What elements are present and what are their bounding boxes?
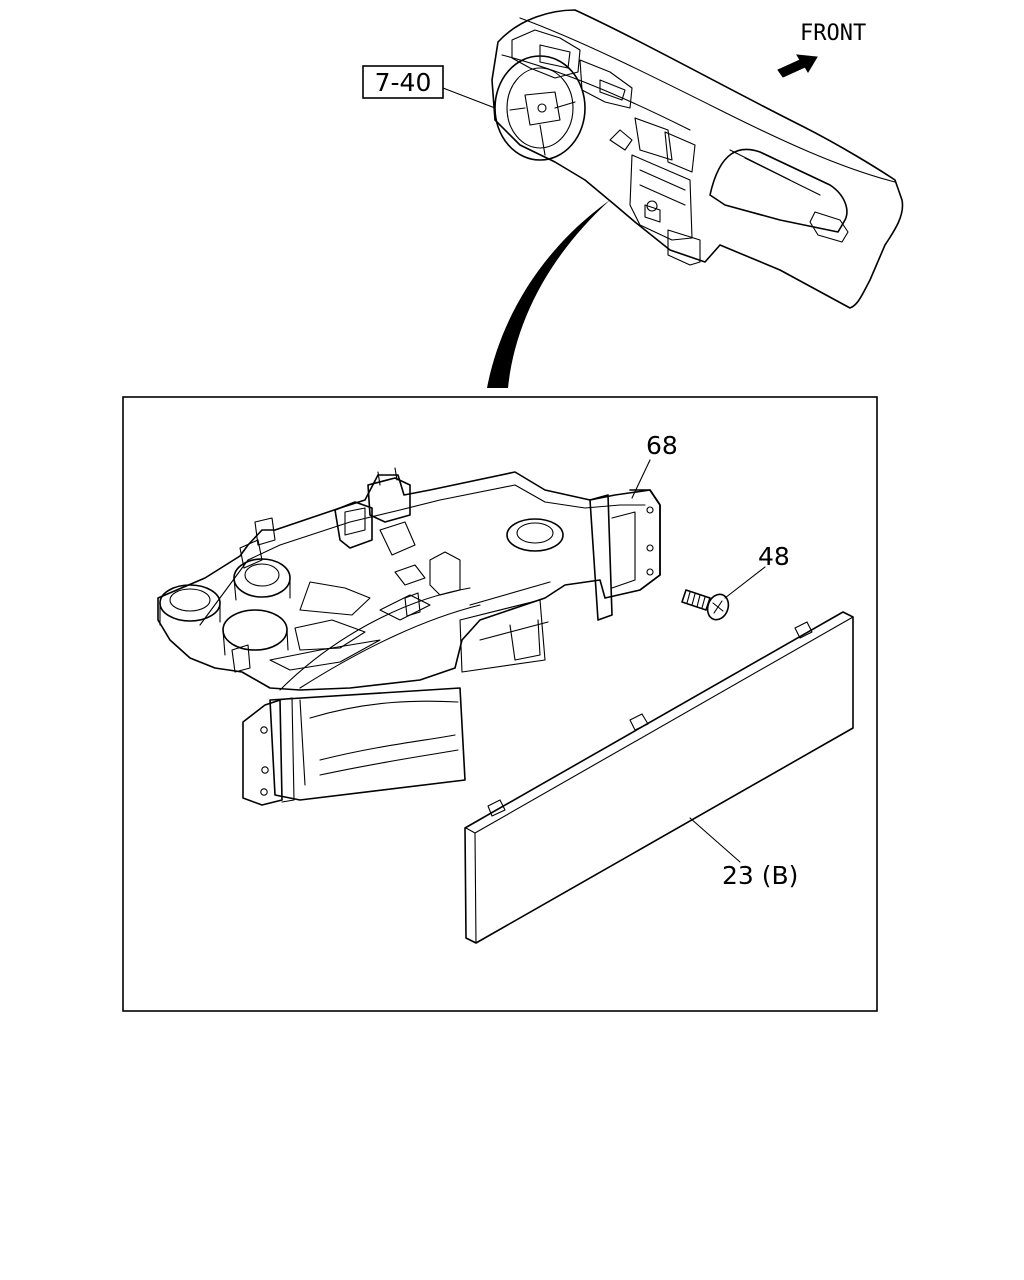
front-indicator: FRONT bbox=[777, 21, 866, 78]
reference-callout: 7-40 bbox=[362, 65, 496, 109]
front-label: FRONT bbox=[800, 21, 866, 46]
callout-48: 48 bbox=[758, 542, 790, 571]
callout-68: 68 bbox=[646, 431, 678, 460]
screw-part: 48 bbox=[681, 542, 790, 621]
cover-panel-part: 23 (B) bbox=[464, 611, 854, 944]
detail-frame bbox=[122, 396, 878, 1012]
reference-label: 7-40 bbox=[375, 68, 432, 97]
arrow-icon bbox=[777, 54, 818, 78]
zoom-pointer bbox=[487, 200, 610, 388]
dashboard-overview bbox=[491, 9, 904, 309]
callout-23b: 23 (B) bbox=[722, 861, 798, 890]
bracket-assembly: 68 bbox=[157, 431, 678, 806]
